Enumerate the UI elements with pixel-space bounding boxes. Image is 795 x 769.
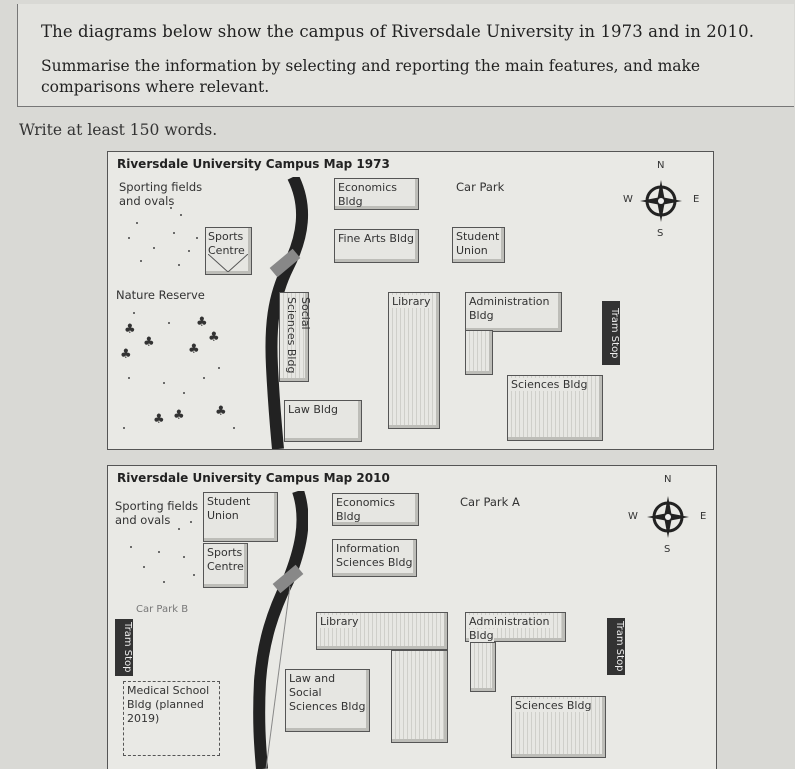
tree-icon: ♣ (188, 342, 200, 357)
reserve-dot (203, 377, 205, 379)
compass-rose-icon (640, 180, 682, 222)
library-1973: Library (388, 292, 440, 429)
compass-n: N (657, 160, 665, 171)
tree-icon: ♣ (143, 335, 155, 350)
sports-centre-2010: Sports Centre (203, 543, 248, 588)
compass-s: S (657, 228, 664, 239)
sciences-label: Sciences Bldg (511, 378, 588, 391)
field-dot (190, 521, 192, 523)
sports-centre-label: Sports Centre (208, 230, 245, 257)
map-title: Riversdale University Campus Map 2010 (117, 471, 390, 485)
compass-e: E (693, 194, 700, 205)
economics-bldg-1973: Economics Bldg (334, 178, 419, 210)
field-dot (136, 222, 138, 224)
reserve-dot (183, 392, 185, 394)
law-social-sciences-bldg-2010: Law and Social Sciences Bldg (285, 669, 370, 732)
tree-icon: ♣ (215, 404, 227, 419)
tram-stop-right-2010: Tram Stop (607, 618, 625, 675)
tram-stop-1973: Tram Stop (602, 301, 620, 365)
student-union-2010: Student Union (203, 492, 278, 542)
field-dot (140, 260, 142, 262)
reserve-dot (123, 427, 125, 429)
sciences-bldg-2010: Sciences Bldg (511, 696, 606, 758)
compass-2010: N W E S (628, 474, 708, 555)
field-dot (180, 214, 182, 216)
sports-centre-label: Sports Centre (207, 546, 244, 573)
car-park-b-label: Car Park B (136, 604, 189, 615)
field-dot (183, 556, 185, 558)
river-2010 (253, 491, 308, 769)
sports-centre-1973: Sports Centre (205, 227, 252, 275)
field-dot (143, 566, 145, 568)
social-sciences-label: Social Sciences Bldg (285, 297, 312, 374)
field-dot (178, 528, 180, 530)
reserve-dot (133, 312, 135, 314)
medical-school-planned-2010: Medical School Bldg (planned 2019) (123, 681, 220, 756)
reserve-dot (163, 382, 165, 384)
compass-s: S (664, 544, 671, 555)
prompt-box: The diagrams below show the campus of Ri… (17, 4, 794, 107)
sports-centre-diagonal (208, 254, 248, 272)
field-dot (163, 581, 165, 583)
car-park-a-label: Car Park A (460, 495, 520, 509)
economics-bldg-2010: Economics Bldg (332, 493, 419, 526)
car-park-label-1973: Car Park (456, 180, 505, 194)
administration-wing-2010 (470, 642, 496, 692)
library-wing-2010 (391, 650, 448, 743)
prompt-line-1: The diagrams below show the campus of Ri… (41, 22, 755, 41)
administration-bldg-2010: Administration Bldg (465, 612, 566, 642)
tree-icon: ♣ (196, 315, 208, 330)
nature-reserve-label: Nature Reserve (116, 288, 205, 302)
compass-e: E (700, 511, 707, 522)
compass-w: W (623, 194, 633, 205)
reserve-dot (218, 367, 220, 369)
field-dot (196, 237, 198, 239)
tree-icon: ♣ (124, 322, 136, 337)
social-sciences-bldg-1973: Social Sciences Bldg (279, 292, 312, 382)
library-label: Library (320, 615, 359, 628)
sporting-fields-label: Sporting fields and ovals (115, 499, 199, 527)
word-count-instruction: Write at least 150 words. (19, 121, 218, 139)
sporting-fields-label: Sporting fields and ovals (119, 180, 203, 208)
reserve-dot (128, 377, 130, 379)
field-dot (153, 247, 155, 249)
reserve-dot (233, 427, 235, 429)
field-dot (170, 207, 172, 209)
fine-arts-bldg-1973: Fine Arts Bldg (334, 229, 419, 263)
compass-1973: N W E S (623, 160, 703, 240)
sciences-label: Sciences Bldg (515, 699, 592, 712)
campus-map-1973: Riversdale University Campus Map 1973 Sp… (107, 151, 714, 450)
field-dot (130, 546, 132, 548)
administration-bldg-1973: Administration Bldg (465, 292, 562, 332)
student-union-1973: Student Union (452, 227, 505, 263)
field-dot (193, 574, 195, 576)
prompt-line-2: Summarise the information by selecting a… (41, 57, 701, 96)
field-dot (158, 551, 160, 553)
law-bldg-1973: Law Bldg (284, 400, 362, 442)
compass-rose-icon (647, 496, 689, 538)
library-2010: Library (316, 612, 448, 650)
field-dot (178, 264, 180, 266)
field-dot (128, 237, 130, 239)
tree-icon: ♣ (153, 412, 165, 427)
compass-n: N (664, 474, 672, 485)
info-sciences-bldg-2010: Information Sciences Bldg (332, 539, 417, 577)
field-dot (188, 250, 190, 252)
library-label: Library (392, 295, 431, 308)
reserve-dot (168, 322, 170, 324)
field-dot (173, 232, 175, 234)
river-1973 (265, 177, 309, 449)
tree-icon: ♣ (173, 408, 185, 423)
tram-stop-left-2010: Tram Stop (115, 619, 133, 676)
administration-label: Administration Bldg (469, 615, 550, 642)
campus-map-2010: Riversdale University Campus Map 2010 Sp… (107, 465, 717, 769)
administration-wing-1973 (465, 330, 493, 375)
tree-icon: ♣ (208, 330, 220, 345)
tree-icon: ♣ (120, 347, 132, 362)
sciences-bldg-1973: Sciences Bldg (507, 375, 603, 441)
map-title: Riversdale University Campus Map 1973 (117, 157, 390, 171)
compass-w: W (628, 511, 638, 522)
